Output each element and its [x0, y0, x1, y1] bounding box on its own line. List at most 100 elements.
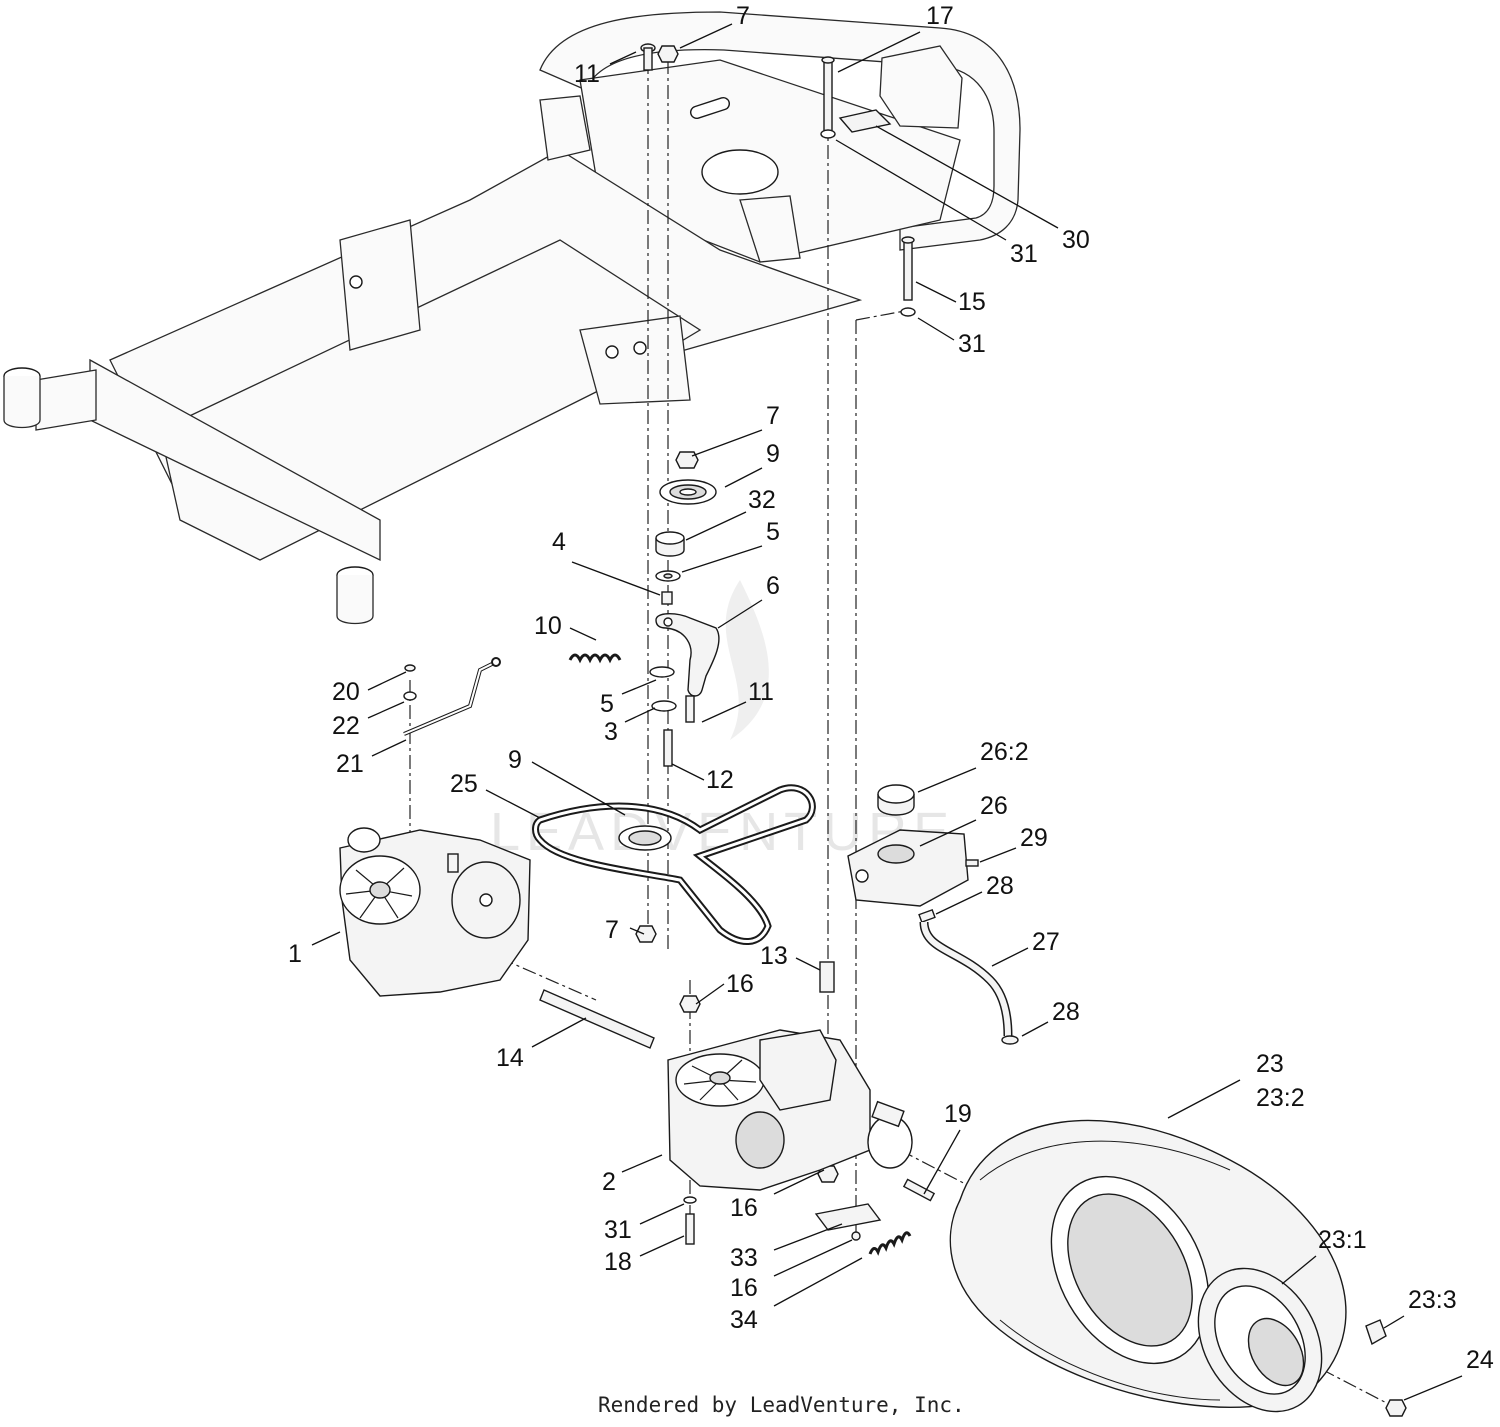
leader-line-c1 [311, 931, 341, 946]
callout-c22: 22 [332, 712, 360, 740]
callout-c10: 10 [534, 612, 562, 640]
callout-c3: 3 [604, 718, 618, 746]
leader-line-c2 [621, 1154, 663, 1173]
callout-c34: 34 [730, 1306, 758, 1334]
callout-c30: 30 [1062, 226, 1090, 254]
leader-line-c28a [935, 891, 983, 915]
callout-c28a: 28 [986, 872, 1014, 900]
leader-line-c19 [923, 1129, 961, 1195]
callout-c26: 26 [980, 792, 1008, 820]
leader-line-c34 [773, 1257, 863, 1307]
callout-c5a: 5 [766, 518, 780, 546]
callout-c9b: 9 [508, 746, 522, 774]
leader-line-c11a [609, 51, 637, 65]
callout-c5b: 5 [600, 690, 614, 718]
leader-line-c16a [695, 983, 725, 1005]
callout-c29: 29 [1020, 824, 1048, 852]
leader-line-c13 [795, 957, 821, 971]
callout-c28b: 28 [1052, 998, 1080, 1026]
leader-line-c5b [621, 679, 657, 695]
callout-c16b: 16 [730, 1194, 758, 1222]
leader-line-c7b [691, 429, 763, 457]
leader-line-c20 [367, 671, 407, 691]
leader-line-c4 [571, 561, 661, 596]
callout-c12: 12 [706, 766, 734, 794]
callout-c23_2: 23:2 [1256, 1084, 1305, 1112]
leader-line-c11b [701, 701, 747, 723]
leader-line-c12 [671, 763, 705, 781]
chassis-frame [3, 11, 1021, 625]
drive-wheel [949, 1119, 1347, 1413]
callout-c23_1: 23:1 [1318, 1226, 1367, 1254]
callout-c7c: 7 [605, 916, 619, 944]
leader-line-c3 [624, 707, 656, 723]
callout-c16c: 16 [730, 1274, 758, 1302]
leader-line-c23_3 [1383, 1315, 1405, 1329]
leader-line-c24 [1403, 1375, 1463, 1401]
leader-line-c29 [979, 847, 1017, 863]
callout-c13: 13 [760, 942, 788, 970]
callout-c23: 23 [1256, 1050, 1284, 1078]
leader-line-c5a [681, 545, 763, 573]
callout-c25: 25 [450, 770, 478, 798]
leader-line-c7a [679, 23, 733, 49]
callout-c17: 17 [926, 2, 954, 30]
callout-c32: 32 [748, 486, 776, 514]
leader-line-c23 [1167, 1079, 1241, 1119]
leader-line-c28b [1021, 1021, 1049, 1037]
callout-c4: 4 [552, 528, 566, 556]
callout-c21: 21 [336, 750, 364, 778]
leader-line-c31a [835, 139, 1007, 241]
leader-line-c25 [485, 789, 541, 819]
transaxle-left [339, 827, 531, 997]
callout-c14: 14 [496, 1044, 524, 1072]
callout-c26_2: 26:2 [980, 738, 1029, 766]
leader-line-c18 [639, 1235, 685, 1257]
leader-line-c14 [531, 1017, 587, 1048]
callout-c6: 6 [766, 572, 780, 600]
callout-c31b: 31 [958, 330, 986, 358]
callout-c31c: 31 [604, 1216, 632, 1244]
leader-line-c10 [569, 627, 597, 641]
coupling-shaft [539, 989, 655, 1049]
callout-c15: 15 [958, 288, 986, 316]
callout-c7a: 7 [736, 2, 750, 30]
leader-line-c16b [773, 1169, 825, 1195]
leader-line-c9a [724, 467, 763, 488]
callout-c33: 33 [730, 1244, 758, 1272]
leader-line-c21 [371, 739, 407, 757]
callout-c9a: 9 [766, 440, 780, 468]
callout-c7b: 7 [766, 402, 780, 430]
leader-line-c33 [773, 1223, 843, 1251]
leader-line-c32 [685, 511, 747, 541]
leader-line-c6 [717, 599, 763, 629]
hardware [403, 43, 1407, 1417]
leader-line-c26_2 [917, 767, 977, 793]
callout-c18: 18 [604, 1248, 632, 1276]
leader-line-c16c [773, 1239, 853, 1277]
drive-belt [532, 784, 816, 945]
leader-line-c9b [531, 761, 626, 816]
oil-reservoir [847, 784, 1019, 1045]
callout-c20: 20 [332, 678, 360, 706]
callout-c23_3: 23:3 [1408, 1286, 1457, 1314]
leader-line-c31b [917, 317, 955, 341]
leader-line-c31c [639, 1203, 685, 1225]
callout-c19: 19 [944, 1100, 972, 1128]
leader-line-c17 [837, 31, 921, 73]
callout-c11b: 11 [748, 678, 774, 706]
callout-c31a: 31 [1010, 240, 1038, 268]
leader-line-c26 [919, 819, 977, 847]
callout-c24: 24 [1466, 1346, 1494, 1374]
callout-c2: 2 [602, 1168, 616, 1196]
callout-c16a: 16 [726, 970, 754, 998]
leader-line-c7c [629, 927, 645, 935]
leader-line-c22 [367, 701, 405, 719]
leader-line-c15 [915, 281, 957, 303]
transaxle-right [667, 1029, 913, 1191]
leader-line-c30 [875, 125, 1059, 229]
leader-line-c27 [991, 947, 1029, 967]
callout-c27: 27 [1032, 928, 1060, 956]
